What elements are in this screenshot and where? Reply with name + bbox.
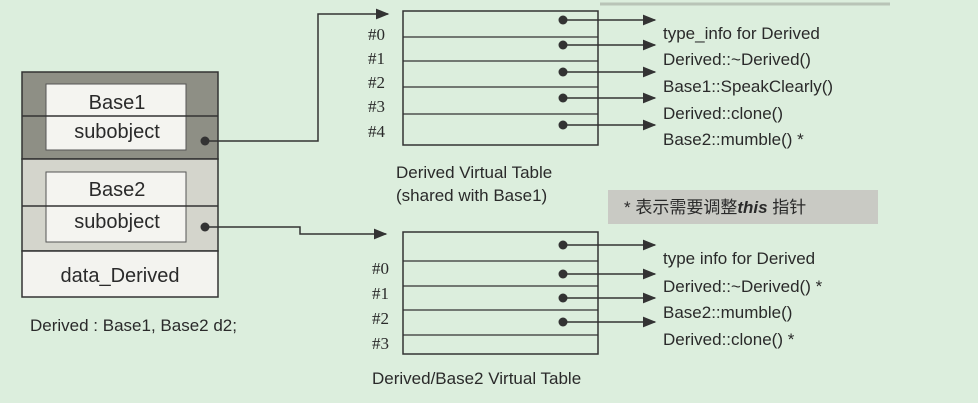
vtable-derived-slot-label: #2	[368, 73, 385, 92]
base2-label-line2: subobject	[74, 211, 160, 233]
vtable-derived-entry: type_info for Derived	[663, 24, 820, 43]
data-derived-label: data_Derived	[61, 265, 180, 287]
vtable-derived-entry: Derived::clone()	[663, 104, 783, 123]
vtable-derived-slot-label: #0	[368, 25, 385, 44]
vtable-derived-slot-label: #3	[368, 97, 385, 116]
vtable-base2-entry: Derived::clone() *	[663, 330, 795, 349]
vtable-base2-entry: type info for Derived	[663, 249, 815, 268]
vptr-base1-arrow	[205, 8, 390, 142]
vtable-derived-entry: Derived::~Derived()	[663, 50, 811, 69]
base1-label-line2: subobject	[74, 121, 160, 143]
vtable-derived-slot-label: #1	[368, 49, 385, 68]
data-derived-region	[21, 250, 219, 298]
adjust-this-note: * 表示需要调整this 指针	[608, 190, 878, 224]
note-prefix: * 表示需要调整	[624, 198, 737, 217]
vtable-derived-entry: Base2::mumble() *	[663, 130, 804, 149]
base2-label-line1: Base2	[89, 179, 146, 201]
note-box	[608, 190, 878, 224]
vtable-derived-entry: Base1::SpeakClearly()	[663, 77, 833, 96]
vptr-base2-arrow	[205, 226, 388, 240]
vtable-derived-caption-line1: Derived Virtual Table	[396, 163, 552, 182]
base1-label-line1: Base1	[89, 92, 146, 114]
note-emphasis: this	[737, 198, 767, 217]
vtable-base2-slot-label: #1	[372, 284, 389, 303]
vtable-base2-slot-label: #3	[372, 334, 389, 353]
declaration-text: Derived : Base1, Base2 d2;	[30, 316, 237, 335]
vtable-derived-slot-label: #4	[368, 122, 386, 141]
vtable-base2-slot-label: #0	[372, 259, 389, 278]
vtable-base2: #0 #1 #2 #3 type info for Derived Derive…	[372, 231, 823, 388]
vtable-base2-box	[402, 231, 599, 355]
note-suffix: 指针	[768, 198, 807, 217]
vtable-base2-slot-label: #2	[372, 309, 389, 328]
derived-object: Base1 subobject Base2 subobject data_Der…	[21, 71, 237, 335]
base1-label-box	[45, 83, 187, 151]
base2-label-box	[45, 171, 187, 243]
vtable-derived-caption-line2: (shared with Base1)	[396, 186, 547, 205]
vtable-base2-entry: Derived::~Derived() *	[663, 277, 823, 296]
vtable-derived: #0 #1 #2 #3 #4 type_info for Derived Der…	[368, 10, 833, 205]
vtable-base2-entry: Base2::mumble()	[663, 303, 792, 322]
vtable-base2-caption: Derived/Base2 Virtual Table	[372, 369, 581, 388]
note-text: * 表示需要调整this 指针	[624, 198, 806, 217]
vtable-derived-box	[402, 10, 599, 146]
